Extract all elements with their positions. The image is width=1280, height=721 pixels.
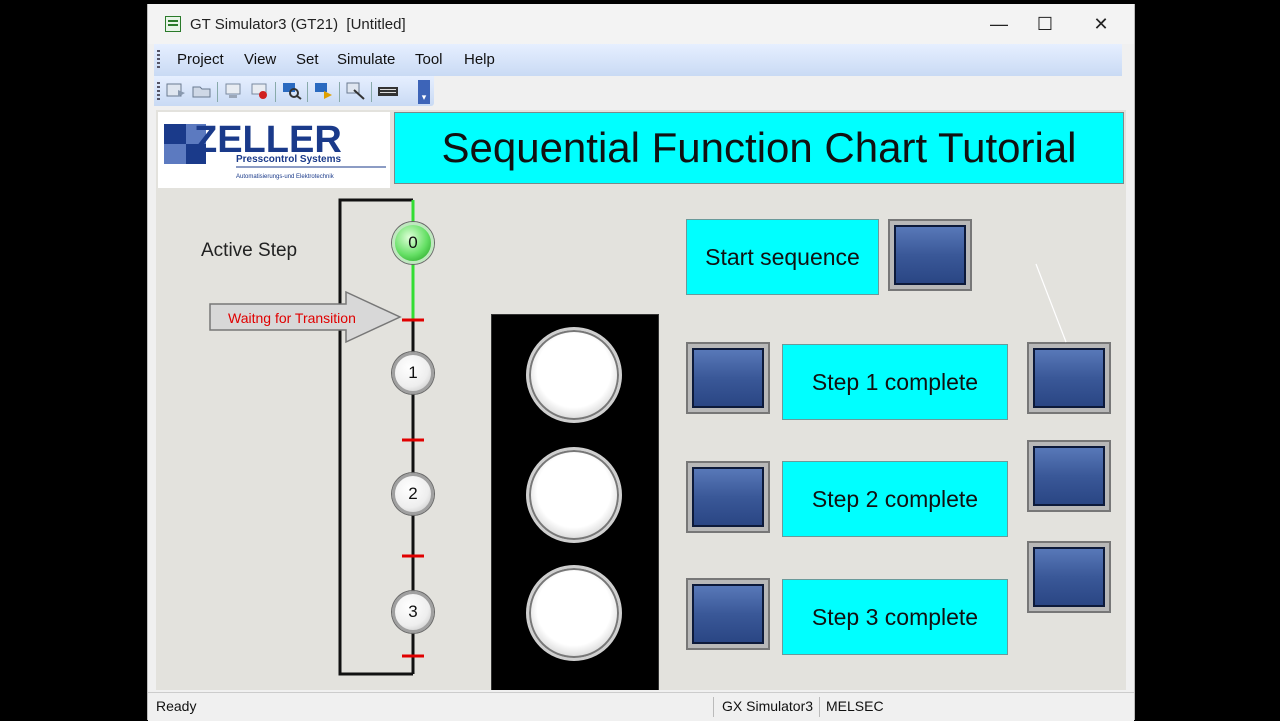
step-3-input-button[interactable] <box>686 578 770 650</box>
logo-brand-text: ZELLER <box>194 119 342 161</box>
step-1-lamp <box>526 327 622 423</box>
page-title: Sequential Function Chart Tutorial <box>394 112 1124 184</box>
menu-tool[interactable]: Tool <box>415 51 443 68</box>
run-icon[interactable] <box>166 82 186 100</box>
step-0-indicator: 0 <box>392 222 434 264</box>
step-2-indicator: 2 <box>392 473 434 515</box>
step-1-indicator: 1 <box>392 352 434 394</box>
menu-project[interactable]: Project <box>177 51 224 68</box>
step-2-complete-label: Step 2 complete <box>782 461 1008 537</box>
step-1-input-button[interactable] <box>686 342 770 414</box>
toolbar-separator <box>371 82 372 102</box>
toolbar-separator <box>275 82 276 102</box>
menu-set[interactable]: Set <box>296 51 319 68</box>
step-3-complete-label: Step 3 complete <box>782 579 1008 655</box>
menu-bar: Project View Set Simulate Tool Help <box>154 44 1122 76</box>
toolbar-grip-icon[interactable] <box>157 82 160 102</box>
menu-help[interactable]: Help <box>464 51 495 68</box>
toolbar-separator <box>307 82 308 102</box>
status-ready: Ready <box>156 698 197 714</box>
status-separator <box>713 697 714 717</box>
step-1-complete-button[interactable] <box>1027 342 1111 414</box>
step-3-lamp <box>526 565 622 661</box>
step-1-complete-label: Step 1 complete <box>782 344 1008 420</box>
maximize-button[interactable]: ☐ <box>1036 14 1054 34</box>
brush-icon[interactable] <box>346 82 366 100</box>
logo-tagline-text: Presscontrol Systems <box>236 154 341 165</box>
active-step-label: Active Step <box>201 240 298 261</box>
hmi-screen: ZELLER Presscontrol Systems Automatisier… <box>156 110 1126 690</box>
cursor-trace-line <box>1035 263 1067 343</box>
start-sequence-label: Start sequence <box>686 219 879 295</box>
search-icon[interactable] <box>282 82 302 100</box>
close-button[interactable]: ✕ <box>1093 14 1109 34</box>
open-icon[interactable] <box>192 82 212 100</box>
lamp-panel <box>491 314 659 690</box>
status-simulator: GX Simulator3 <box>722 698 814 714</box>
window-title: GT Simulator3 (GT21) [Untitled] <box>190 16 406 33</box>
transition-label: Waitng for Transition <box>228 310 356 326</box>
minimize-button[interactable]: — <box>990 14 1008 34</box>
start-sequence-button[interactable] <box>888 219 972 291</box>
toolbar-separator <box>217 82 218 102</box>
status-plc-type: MELSEC <box>826 698 884 714</box>
step-2-lamp <box>526 447 622 543</box>
monitor-icon[interactable] <box>250 82 270 100</box>
sfc-loop-line <box>338 198 413 676</box>
toolbar-overflow-button[interactable]: ▾ <box>418 80 430 104</box>
transition-arrow-icon <box>209 290 402 344</box>
step-3-indicator: 3 <box>392 591 434 633</box>
step-2-complete-button[interactable] <box>1027 440 1111 512</box>
reset-icon[interactable] <box>314 82 334 100</box>
app-icon <box>165 16 181 32</box>
app-window: GT Simulator3 (GT21) [Untitled] — ☐ ✕ Pr… <box>147 4 1135 721</box>
status-separator <box>819 697 820 717</box>
zeller-logo: ZELLER Presscontrol Systems Automatisier… <box>158 112 390 188</box>
status-bar: Ready GX Simulator3 MELSEC <box>148 692 1134 721</box>
menu-simulate[interactable]: Simulate <box>337 51 396 68</box>
step-2-input-button[interactable] <box>686 461 770 533</box>
toolbar: ▾ <box>154 76 434 106</box>
keyboard-icon[interactable] <box>378 82 398 100</box>
toolbar-separator <box>339 82 340 102</box>
device-icon[interactable] <box>224 82 244 100</box>
menu-view[interactable]: View <box>244 51 277 68</box>
step-3-complete-button[interactable] <box>1027 541 1111 613</box>
title-bar: GT Simulator3 (GT21) [Untitled] — ☐ ✕ <box>148 4 1134 44</box>
menubar-grip-icon[interactable] <box>157 50 160 70</box>
logo-subline-text: Automatisierungs-und Elektrotechnik <box>236 174 335 180</box>
